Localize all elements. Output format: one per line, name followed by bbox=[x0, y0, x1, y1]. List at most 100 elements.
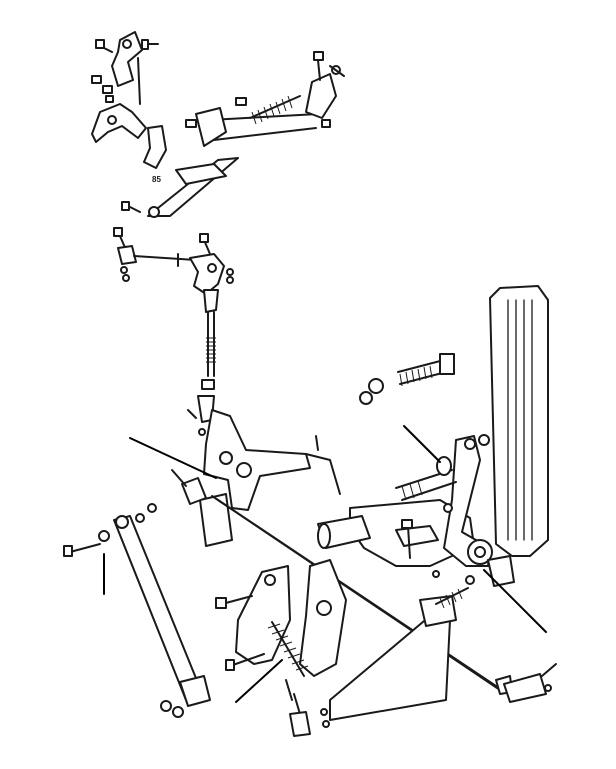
ball-socket bbox=[203, 289, 219, 313]
washer bbox=[544, 684, 552, 692]
link-upper-eye bbox=[115, 515, 129, 529]
tube-end bbox=[317, 523, 331, 549]
bracket-hole bbox=[264, 574, 276, 586]
bolt-head bbox=[63, 545, 73, 557]
bracket-boss bbox=[316, 600, 332, 616]
clevis-pin bbox=[541, 663, 557, 677]
nut bbox=[172, 706, 184, 718]
washer bbox=[321, 119, 331, 128]
pivot-hole bbox=[107, 115, 117, 125]
drag-link-arm bbox=[113, 515, 201, 701]
bolt-head bbox=[215, 597, 227, 609]
right-lever bbox=[305, 73, 337, 119]
accelerator-pedal-assembly bbox=[317, 285, 549, 587]
nut bbox=[368, 378, 384, 394]
pivot-housing bbox=[199, 493, 233, 547]
middle-lever bbox=[189, 253, 225, 295]
bolt-head bbox=[439, 353, 455, 375]
hinge-hole bbox=[474, 546, 486, 558]
long-pivot-bolt bbox=[397, 353, 455, 387]
pivot-hole bbox=[207, 263, 217, 273]
leader-line bbox=[129, 437, 217, 479]
bolt-head bbox=[225, 659, 235, 671]
return-spring bbox=[249, 95, 301, 125]
washer bbox=[226, 276, 234, 284]
bracket-slot bbox=[395, 525, 439, 547]
lower-lever-bracket bbox=[235, 565, 291, 665]
bracket-pivot-pin bbox=[395, 456, 457, 501]
clevis-pin bbox=[315, 435, 319, 451]
callout-leaders bbox=[103, 425, 547, 703]
bolt-head bbox=[121, 201, 130, 211]
bolt-head bbox=[113, 227, 123, 237]
left-drag-link bbox=[63, 503, 211, 718]
castle-nut bbox=[181, 477, 207, 505]
slotted-bracket bbox=[143, 125, 167, 169]
bushing bbox=[98, 530, 110, 542]
washer bbox=[478, 434, 490, 446]
reference-label-85: 85 bbox=[152, 175, 161, 184]
washer bbox=[359, 391, 373, 405]
lever-pivot bbox=[219, 451, 233, 465]
bolt-head bbox=[313, 51, 324, 61]
link-pivot bbox=[148, 206, 160, 218]
small-bolt bbox=[407, 525, 411, 559]
split-pin bbox=[187, 409, 197, 419]
cross-shaft bbox=[209, 113, 319, 121]
lower-frame-assembly bbox=[215, 559, 469, 737]
nut bbox=[185, 119, 197, 128]
washer bbox=[432, 570, 440, 578]
washer bbox=[135, 513, 145, 523]
end-clevis bbox=[503, 673, 547, 703]
link-bracket bbox=[175, 163, 227, 185]
hinge-block bbox=[487, 555, 515, 587]
link-rod bbox=[305, 453, 341, 495]
frame-angle-member bbox=[329, 615, 451, 721]
washer bbox=[226, 268, 234, 276]
washer bbox=[147, 503, 157, 513]
nut bbox=[102, 85, 113, 94]
bracket-bolt bbox=[229, 653, 265, 667]
ball-pin bbox=[329, 65, 345, 77]
shaft-clamp bbox=[195, 107, 227, 147]
lower-lever bbox=[91, 103, 147, 143]
bolt-head bbox=[199, 233, 209, 243]
washer bbox=[160, 700, 172, 712]
pedal-pad bbox=[489, 285, 549, 557]
vertical-rod bbox=[137, 57, 141, 105]
leader-line bbox=[235, 659, 283, 703]
lock-nut bbox=[201, 379, 215, 390]
upper-bell-crank bbox=[111, 31, 143, 87]
pedal-return-spring bbox=[267, 621, 309, 677]
link-bolt bbox=[69, 543, 101, 553]
lever-boss bbox=[236, 462, 252, 478]
connecting-rod bbox=[133, 255, 197, 261]
arm-pivot bbox=[464, 438, 476, 450]
throttle-cable-sheath bbox=[217, 499, 501, 691]
washer bbox=[198, 428, 206, 436]
leader-line bbox=[403, 425, 441, 463]
split-pin bbox=[171, 469, 187, 487]
link-lower-eye bbox=[179, 675, 211, 707]
clevis-fork bbox=[289, 711, 311, 737]
washer bbox=[443, 503, 453, 513]
bolt-head bbox=[141, 39, 149, 50]
rod-end-clevis bbox=[117, 245, 137, 265]
washer bbox=[320, 708, 328, 716]
pedal-lever-assembly bbox=[171, 409, 557, 703]
cross-shaft-lower-edge bbox=[213, 127, 317, 141]
bolt-head bbox=[401, 519, 413, 529]
washer bbox=[105, 95, 114, 103]
pivot-hole bbox=[122, 39, 132, 49]
upper-linkage-cluster: 85 bbox=[91, 31, 345, 218]
nut bbox=[91, 75, 102, 84]
nut bbox=[235, 97, 247, 106]
spring-anchor-bracket bbox=[299, 559, 347, 677]
leader-line bbox=[483, 569, 547, 633]
bolt-head bbox=[95, 39, 105, 49]
frame-bracket bbox=[419, 595, 457, 627]
washer bbox=[120, 266, 128, 274]
washer bbox=[322, 720, 330, 728]
main-lever-plate bbox=[203, 409, 311, 511]
